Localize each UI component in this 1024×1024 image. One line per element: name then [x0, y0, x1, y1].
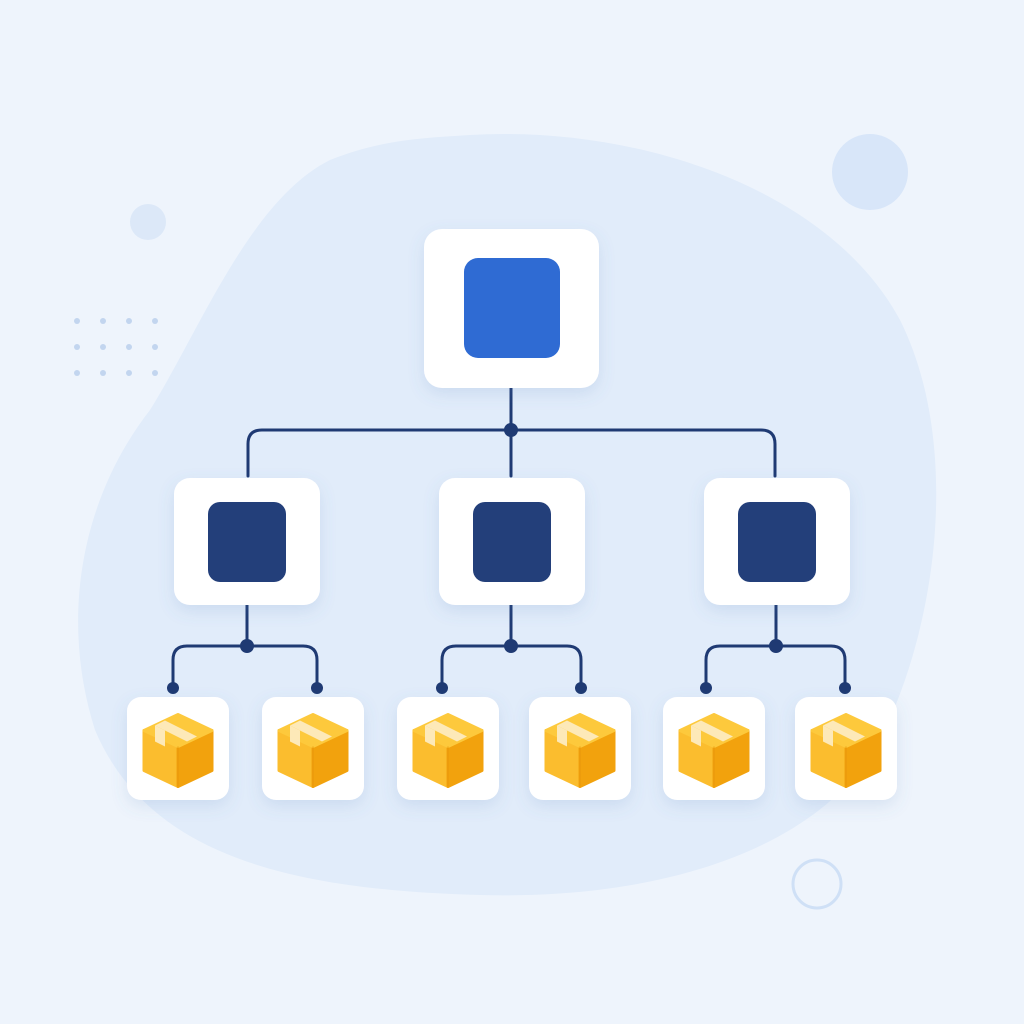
decor-dot [126, 344, 132, 350]
leaf-node-1-1 [127, 697, 229, 800]
leaf-node-3-2 [795, 697, 897, 800]
junction-dot-root [504, 423, 518, 437]
square-icon [208, 502, 286, 582]
leaf-node-2-1 [397, 697, 499, 800]
leaf-node-1-2 [262, 697, 364, 800]
leaf-node-2-2 [529, 697, 631, 800]
branch-node-3 [704, 478, 850, 605]
decor-dot [100, 318, 106, 324]
junction-dot-branch-3 [769, 639, 783, 653]
endpoint-dot [839, 682, 851, 694]
endpoint-dot [311, 682, 323, 694]
decor-dot [152, 344, 158, 350]
decor-dot-grid [74, 318, 158, 376]
decor-dot [74, 344, 80, 350]
junction-dot-branch-1 [240, 639, 254, 653]
decor-dot [74, 318, 80, 324]
leaf-nodes [127, 697, 897, 800]
decor-dot [100, 344, 106, 350]
endpoint-dot [575, 682, 587, 694]
package-icon [142, 713, 214, 788]
package-icon [810, 713, 882, 788]
decor-dot [74, 370, 80, 376]
endpoint-dot [436, 682, 448, 694]
root-square-icon [464, 258, 560, 358]
junction-dot-branch-2 [504, 639, 518, 653]
endpoint-dot [700, 682, 712, 694]
endpoint-dot [167, 682, 179, 694]
decor-dot [126, 370, 132, 376]
decor-dot [100, 370, 106, 376]
decor-circle-large [832, 134, 908, 210]
branch-node-1 [174, 478, 320, 605]
square-icon [738, 502, 816, 582]
leaf-node-3-1 [663, 697, 765, 800]
decor-dot [126, 318, 132, 324]
decor-dot [152, 370, 158, 376]
package-icon [412, 713, 484, 788]
package-icon [544, 713, 616, 788]
branch-node-2 [439, 478, 585, 605]
decor-ring [791, 858, 843, 910]
root-node [424, 229, 599, 388]
square-icon [473, 502, 551, 582]
package-icon [678, 713, 750, 788]
connector-junction-dots [167, 423, 851, 694]
decor-circle-small [130, 204, 166, 240]
package-icon [277, 713, 349, 788]
decor-dot [152, 318, 158, 324]
